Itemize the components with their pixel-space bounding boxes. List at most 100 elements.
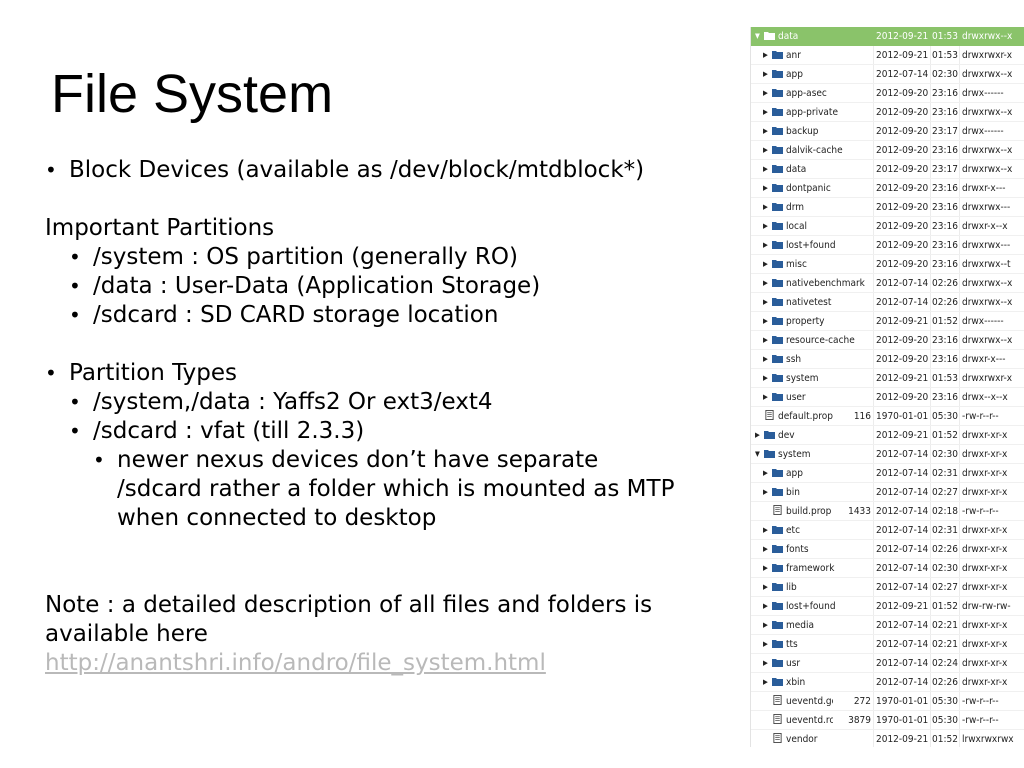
expand-down-icon[interactable]: ▼ [755, 32, 760, 40]
folder-icon [772, 51, 783, 59]
folder-icon [772, 146, 783, 154]
expand-right-icon[interactable]: ▶ [763, 583, 768, 591]
file-system-link[interactable]: http://anantshri.info/andro/file_system.… [45, 650, 546, 676]
folder-icon [772, 165, 783, 173]
file-date: 2012-07-14 [876, 639, 929, 650]
expand-right-icon[interactable]: ▶ [763, 355, 768, 363]
expand-right-icon[interactable]: ▶ [763, 165, 768, 173]
expand-right-icon[interactable]: ▶ [763, 526, 768, 534]
file-date: 2012-07-14 [876, 69, 929, 80]
file-date: 2012-09-20 [876, 183, 929, 194]
expand-right-icon[interactable]: ▶ [763, 70, 768, 78]
file-name: tts [786, 639, 798, 650]
file-time: 02:26 [932, 544, 958, 555]
expand-right-icon[interactable]: ▶ [755, 431, 760, 439]
expand-right-icon[interactable]: ▶ [763, 469, 768, 477]
expand-right-icon[interactable]: ▶ [763, 602, 768, 610]
expand-right-icon[interactable]: ▶ [763, 678, 768, 686]
expand-right-icon[interactable]: ▶ [763, 241, 768, 249]
expand-right-icon[interactable]: ▶ [763, 108, 768, 116]
expand-right-icon[interactable]: ▶ [763, 564, 768, 572]
folder-icon [772, 108, 783, 116]
file-name-cell: ▶dalvik-cache [755, 141, 873, 160]
file-time: 02:21 [932, 620, 958, 631]
expand-right-icon[interactable]: ▶ [763, 146, 768, 154]
expand-right-icon[interactable]: ▶ [763, 621, 768, 629]
expand-right-icon[interactable]: ▶ [763, 260, 768, 268]
expand-right-icon[interactable]: ▶ [763, 279, 768, 287]
expand-right-icon[interactable]: ▶ [763, 640, 768, 648]
expand-right-icon[interactable]: ▶ [763, 51, 768, 59]
expand-right-icon[interactable]: ▶ [763, 317, 768, 325]
file-permissions: drwxr-xr-x [962, 525, 1008, 536]
bullet-text: Partition Types [69, 360, 237, 386]
expand-right-icon[interactable]: ▶ [763, 184, 768, 192]
expand-right-icon[interactable]: ▶ [763, 89, 768, 97]
file-permissions: drwxr-xr-x [962, 544, 1008, 555]
expand-right-icon[interactable]: ▶ [763, 393, 768, 401]
file-name-cell: ▶bin [755, 483, 873, 502]
file-time: 02:21 [932, 639, 958, 650]
file-date: 2012-09-21 [876, 430, 929, 441]
file-time: 01:53 [932, 373, 958, 384]
expand-right-icon[interactable]: ▶ [763, 659, 768, 667]
folder-icon [772, 336, 783, 344]
expand-right-icon[interactable]: ▶ [763, 203, 768, 211]
file-date: 1970-01-01 [876, 411, 929, 422]
folder-icon [772, 602, 783, 610]
expand-down-icon[interactable]: ▼ [755, 450, 760, 458]
folder-icon [772, 526, 783, 534]
expand-right-icon[interactable]: ▶ [763, 222, 768, 230]
file-date: 2012-07-14 [876, 487, 929, 498]
file-permissions: -rw-r--r-- [962, 411, 999, 422]
file-date: 2012-09-21 [876, 50, 929, 61]
file-date: 2012-09-20 [876, 221, 929, 232]
expand-right-icon[interactable]: ▶ [763, 127, 768, 135]
expand-right-icon[interactable]: ▶ [763, 374, 768, 382]
expand-right-icon[interactable]: ▶ [763, 336, 768, 344]
file-row[interactable]: ueventd.goldfish.rc2721970-01-0105:30-rw… [751, 692, 1024, 711]
expand-right-icon[interactable]: ▶ [763, 488, 768, 496]
expand-right-icon[interactable]: ▶ [763, 545, 768, 553]
important-partitions-heading: Important Partitions [45, 215, 275, 241]
file-permissions: drwxrwx--x [962, 164, 1013, 175]
expand-right-icon[interactable]: ▶ [763, 298, 768, 306]
